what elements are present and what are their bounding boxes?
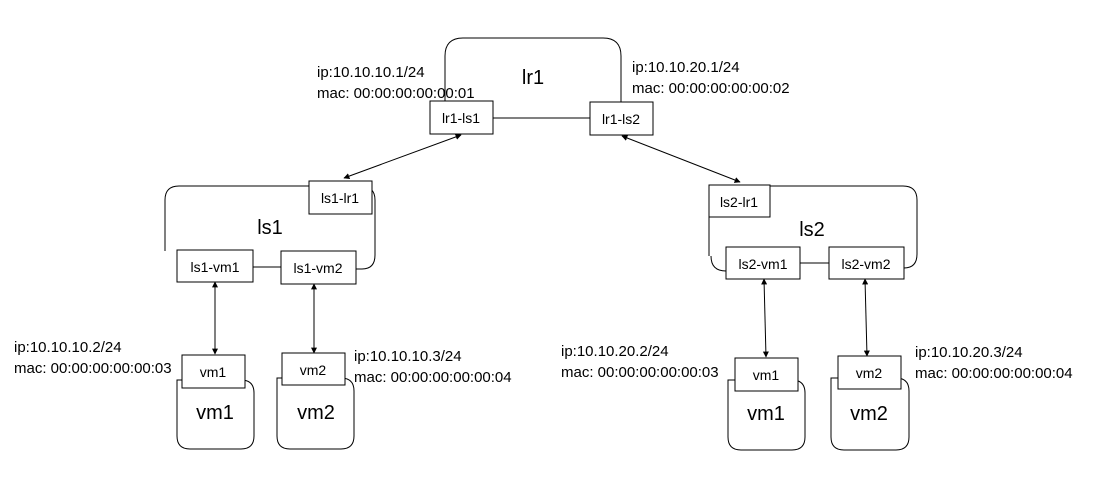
switch-ls1-port-vm2-label: ls1-vm2 — [293, 260, 342, 276]
router-left-ip: ip:10.10.10.1/24 — [317, 64, 425, 81]
switch-ls2-name: ls2 — [799, 219, 825, 241]
switch-ls1-port-lr1 — [308, 180, 373, 215]
link-ls2-vm1 — [761, 278, 769, 358]
ls2-vm1-mac: mac: 00:00:00:00:00:03 — [561, 364, 719, 381]
ls2-vm1-shape — [727, 379, 806, 451]
switch-ls2-port-vm1 — [725, 246, 801, 280]
router-name: lr1 — [522, 67, 544, 89]
router-right-ip: ip:10.10.20.1/24 — [632, 59, 740, 76]
ls1-vm1-mac: mac: 00:00:00:00:00:03 — [14, 360, 172, 377]
ls2-vm1-ip: ip:10.10.20.2/24 — [561, 343, 669, 360]
ls2-vm2-name: vm2 — [850, 403, 888, 425]
switch-ls2-port-vm2-label: ls2-vm2 — [841, 256, 890, 272]
ls1-vm2-port — [281, 352, 346, 386]
ls1-vm2-mac: mac: 00:00:00:00:00:04 — [354, 369, 512, 386]
link-ls2-vm2 — [862, 278, 870, 357]
ls1-vm2-shape — [276, 377, 355, 450]
ls2-vm1-name: vm1 — [747, 403, 785, 425]
router-lr1-shape — [444, 37, 622, 108]
router-left-mac: mac: 00:00:00:00:00:01 — [317, 85, 475, 102]
ls1-vm2-ip: ip:10.10.10.3/24 — [354, 348, 462, 365]
switch-ls1-port-vm2 — [280, 250, 357, 285]
switch-ls1-port-lr1-label: ls1-lr1 — [321, 190, 359, 206]
router-right-mac: mac: 00:00:00:00:00:02 — [632, 80, 790, 97]
switch-ls2-port-vm2 — [828, 246, 905, 280]
ls1-vm2-name: vm2 — [297, 402, 335, 424]
switch-ls1-port-vm1-label: ls1-vm1 — [190, 259, 239, 275]
router-port-lr1-ls1-label: lr1-ls1 — [442, 110, 480, 126]
ls1-vm1-port — [181, 354, 246, 389]
ls1-vm1-ip: ip:10.10.10.2/24 — [14, 339, 122, 356]
ls2-vm1-port-label: vm1 — [753, 367, 780, 383]
ls2-vm2-ip: ip:10.10.20.3/24 — [915, 344, 1023, 361]
router-port-lr1-ls2 — [589, 101, 654, 136]
ls1-vm1-name: vm1 — [196, 402, 234, 424]
switch-ls1-name: ls1 — [257, 217, 283, 239]
router-port-lr1-ls2-label: lr1-ls2 — [602, 111, 640, 127]
ls1-vm1-shape — [176, 379, 255, 450]
ls2-vm2-shape — [830, 377, 910, 451]
ls2-vm2-mac: mac: 00:00:00:00:00:04 — [915, 365, 1073, 382]
switch-ls2-port-lr1 — [708, 184, 771, 218]
ls1-vm2-port-label: vm2 — [300, 362, 327, 378]
router-port-lr1-ls1 — [429, 100, 494, 135]
ls1-vm1-port-label: vm1 — [200, 364, 227, 380]
ls2-vm2-port-label: vm2 — [856, 365, 883, 381]
switch-ls2-port-vm1-label: ls2-vm1 — [738, 256, 787, 272]
ls2-vm1-port — [734, 357, 799, 392]
ls2-vm2-port — [837, 355, 902, 390]
link-lr1-ls1 — [343, 134, 462, 179]
link-lr1-ls2 — [621, 135, 741, 183]
switch-ls2-port-lr1-label: ls2-lr1 — [720, 194, 758, 210]
